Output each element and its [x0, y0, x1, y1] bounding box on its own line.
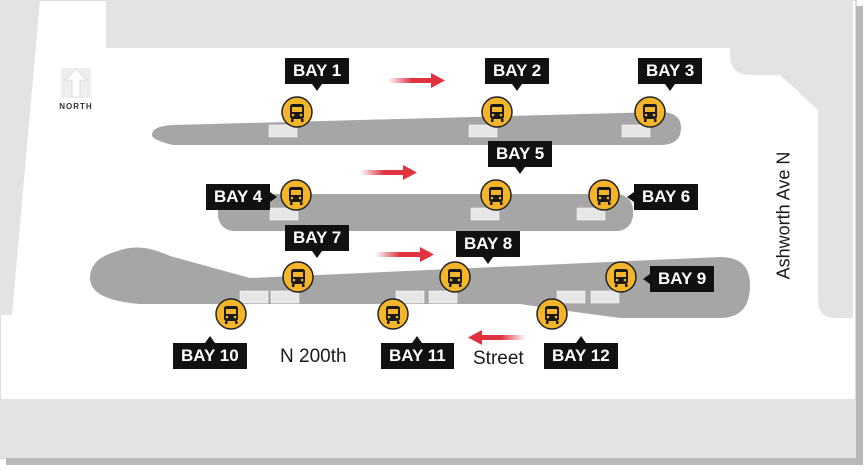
bay-label-2[interactable]: BAY 2	[485, 58, 550, 91]
bay-label-12[interactable]: BAY 12	[544, 336, 618, 369]
direction-arrow-icon	[375, 247, 434, 262]
land-north-block	[106, 0, 853, 318]
bus-icon[interactable]	[377, 298, 409, 330]
bus-icon[interactable]	[634, 96, 666, 128]
bus-markers	[215, 96, 666, 330]
bus-icon[interactable]	[480, 179, 512, 211]
bus-icon[interactable]	[439, 261, 471, 293]
bay-label-9[interactable]: BAY 9	[642, 266, 715, 292]
bay-label-1[interactable]: BAY 1	[285, 58, 350, 91]
land-west-block	[0, 0, 40, 315]
bay-label-7[interactable]: BAY 7	[285, 225, 350, 258]
bus-icon[interactable]	[280, 179, 312, 211]
direction-arrow-icon	[468, 330, 526, 345]
bay-label-4[interactable]: BAY 4	[206, 184, 278, 210]
bay-label-6[interactable]: BAY 6	[626, 184, 699, 210]
street-name-street: Street	[473, 348, 524, 369]
bay-label-5[interactable]: BAY 5	[488, 141, 553, 174]
bus-icon[interactable]	[215, 298, 247, 330]
direction-arrow-icon	[360, 165, 417, 180]
bus-icon[interactable]	[588, 179, 620, 211]
direction-arrow-icon	[388, 73, 445, 88]
north-label: NORTH	[59, 102, 93, 111]
platform-row-2	[218, 194, 633, 231]
north-arrow-icon	[61, 68, 91, 98]
direction-arrows	[360, 73, 526, 345]
bay-label-10[interactable]: BAY 10	[173, 336, 247, 369]
bus-icon[interactable]	[282, 261, 314, 293]
land-south-block	[0, 399, 856, 458]
street-name-ashworth: Ashworth Ave N	[773, 151, 794, 280]
bus-icon[interactable]	[536, 298, 568, 330]
bay-label-8[interactable]: BAY 8	[456, 231, 521, 264]
bay-label-3[interactable]: BAY 3	[638, 58, 703, 91]
bay-stalls	[239, 124, 651, 304]
bus-icon[interactable]	[281, 96, 313, 128]
street-name-n200th: N 200th	[280, 346, 347, 367]
bay-label-11[interactable]: BAY 11	[381, 336, 454, 369]
bus-icon[interactable]	[605, 261, 637, 293]
bus-icon[interactable]	[481, 96, 513, 128]
